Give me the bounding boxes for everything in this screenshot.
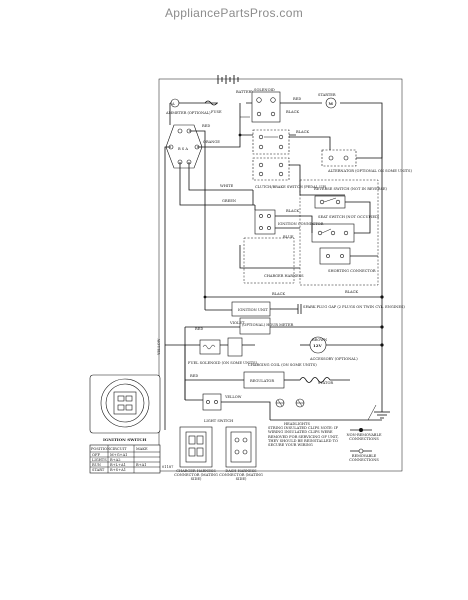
stator: STATOR [299, 377, 333, 385]
non-removable-label: NON-REMOVABLE CONNECTIONS [346, 433, 382, 442]
alternator: ALTERNATOR (OPTIONAL ON SOME UNITS) [321, 149, 412, 173]
hour-meter-label: (OPTIONAL) HOUR METER [242, 323, 293, 327]
removable-label: REMOVABLE CONNECTIONS [349, 454, 379, 463]
seat-switch-label: SEAT SWITCH (NOT OCCUPIED) [318, 215, 380, 219]
svg-text:B S A: B S A [178, 147, 188, 151]
battery-label: BATTERY [236, 90, 254, 94]
fuse: FUSE [204, 100, 222, 114]
wire-yellow: YELLOW [157, 338, 161, 356]
diagram-code: 01187 [162, 465, 174, 469]
ignition-unit-label: IGNITION UNIT [238, 308, 268, 312]
wire-yellow-light: YELLOW [224, 395, 242, 399]
wire-red-sw: RED [202, 124, 210, 128]
wire-black-mid: BLACK [286, 209, 299, 213]
fuse-label: FUSE [211, 110, 222, 114]
solenoid-label: SOLENOID [254, 88, 275, 92]
ammeter-label: AMMETER (OPTIONAL) [165, 111, 211, 115]
hour-meter: (OPTIONAL) HOUR METER [239, 317, 293, 335]
wire-green: GREEN [222, 199, 236, 203]
spark-plug: SPARK PLUG GAP (2 PLUGS ON TWIN CYL. ENG… [297, 304, 405, 314]
schematic-frame [158, 78, 403, 472]
wire-violet: VIOLET [229, 321, 245, 325]
connection-legend: NON-REMOVABLE CONNECTIONS REMOVABLE CONN… [346, 428, 382, 463]
ignition-switch-label: IGNITION SWITCH [103, 437, 147, 442]
light-switch-label: LIGHT SWITCH [204, 419, 233, 423]
string-clips-note: STRING INSULATED CLIPS NOTE: IF WIRING I… [268, 426, 339, 448]
headlights-label: HEADLIGHTS [284, 422, 310, 426]
table-cell: B+A2 [110, 458, 121, 462]
table-cell: B+L+A1 [110, 463, 126, 467]
wire-blue: BLUE [283, 235, 294, 239]
volt-label: 12V [313, 343, 323, 348]
regulator-label: REGULATOR [250, 379, 274, 383]
starter-motor: M STARTER [318, 93, 337, 109]
wire-black-plug: BLACK [272, 292, 285, 296]
fuel-solenoid-label: FUEL SOLENOID (ON SOME UNITS) [188, 361, 258, 365]
watermark: AppliancePartsPros.com [165, 6, 303, 20]
wire-black-top: BLACK [286, 110, 299, 114]
shorting-connector-label: SHORTING CONNECTOR [328, 269, 376, 273]
table-cell: RUN [92, 463, 101, 467]
fuel-connector [227, 337, 243, 357]
dash-harness-connector: DASH HARNESS CONNECTOR (MATING SIDE) [219, 426, 263, 482]
charger-harness-connector: CHARGER HARNESS CONNECTOR (MATING SIDE) [174, 426, 218, 482]
ignition-unit: IGNITION UNIT [231, 301, 271, 317]
wire-red-top: RED [293, 97, 301, 101]
ignition-switch-symbol: B S A [165, 124, 203, 169]
wire-brown: BROWN [312, 338, 327, 342]
table-cell: START [92, 468, 105, 472]
clutch-brake-switch: CLUTCH/BRAKE SWITCH (PEDAL UP) [252, 129, 327, 189]
battery: BATTERY [217, 75, 254, 94]
switch-module-outline [299, 179, 379, 286]
ground-symbol [367, 400, 390, 421]
switch-table: POSITION CIRCUIT MAKE OFF M+G+A1 LIGHTS … [89, 444, 161, 474]
ignition-connector-label: IGNITION CONNECTOR [278, 222, 324, 226]
table-header-position: POSITION [91, 447, 110, 451]
starter-label: STARTER [318, 93, 336, 97]
charging-coil: CHARGING COIL (ON SOME UNITS) [248, 363, 317, 367]
accessory-label: ACCESSORY (OPTIONAL) [309, 357, 358, 361]
fuel-solenoid: FUEL SOLENOID (ON SOME UNITS) [188, 339, 258, 365]
table-header-circuit: CIRCUIT [110, 447, 127, 451]
shorting-connector: SHORTING CONNECTOR [319, 247, 376, 273]
svg-text:A: A [171, 102, 175, 106]
table-cell: M+G+A1 [110, 453, 127, 457]
wire-white: WHITE [220, 184, 234, 188]
headlights: HEADLIGHTS [275, 398, 310, 426]
reverse-switch: REVERSE SWITCH (NOT IN REVERSE) [314, 187, 388, 209]
wire-red-meter: RED [195, 327, 203, 331]
charger-harness: CHARGER HARNESS [243, 237, 304, 284]
table-cell: OFF [92, 453, 100, 457]
ignition-connector: IGNITION CONNECTOR [254, 209, 324, 235]
clutch-brake-label: CLUTCH/BRAKE SWITCH (PEDAL UP) [255, 185, 327, 189]
wire-red-reg: RED [190, 374, 198, 378]
ammeter: A AMMETER (OPTIONAL) [165, 98, 211, 115]
charger-conn-label: CHARGER HARNESS CONNECTOR (MATING SIDE) [174, 469, 218, 482]
wire-orange: ORANGE [203, 140, 220, 144]
dash-conn-label: DASH HARNESS CONNECTOR (MATING SIDE) [219, 469, 263, 482]
regulator: REGULATOR [243, 371, 285, 389]
table-cell: B+S+A1 [110, 468, 126, 472]
table-cell: B+A1 [136, 463, 147, 467]
table-cell: LIGHTS [92, 458, 107, 462]
table-header-make: MAKE [136, 447, 148, 451]
alternator-label: ALTERNATOR (OPTIONAL ON SOME UNITS) [327, 169, 412, 173]
stator-label: STATOR [318, 381, 333, 385]
charging-coil-label: CHARGING COIL (ON SOME UNITS) [248, 363, 317, 367]
charger-harness-label: CHARGER HARNESS [264, 274, 304, 278]
solenoid: SOLENOID [251, 88, 281, 123]
wire-black-clutch: BLACK [296, 130, 309, 134]
light-switch: LIGHT SWITCH [202, 393, 233, 423]
wire-black-right: BLACK [345, 290, 358, 294]
ignition-switch-detail: IGNITION SWITCH [89, 374, 161, 442]
svg-text:M: M [329, 101, 334, 106]
reverse-switch-label: REVERSE SWITCH (NOT IN REVERSE) [314, 187, 388, 191]
spark-plug-label: SPARK PLUG GAP (2 PLUGS ON TWIN CYL. ENG… [303, 305, 405, 309]
